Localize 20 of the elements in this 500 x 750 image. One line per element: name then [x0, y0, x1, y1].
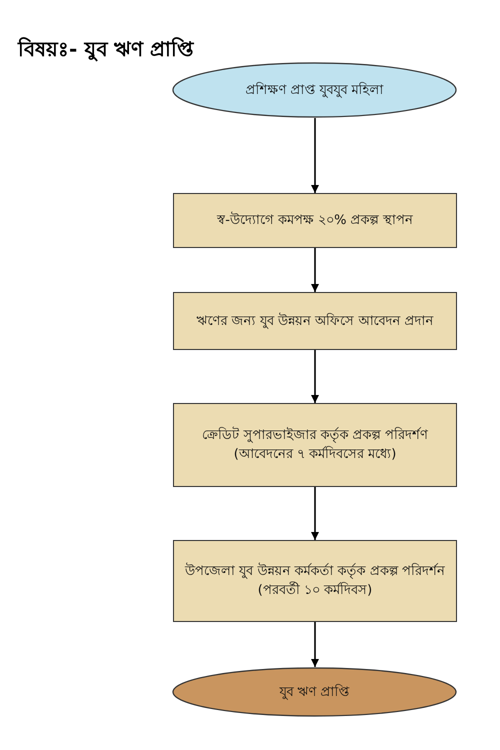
node-text: (আবেদনের ৭ কর্মদিবসের মধ্যে) — [234, 445, 396, 464]
node-text: যুব ঋণ প্রাপ্তি — [279, 683, 350, 702]
process-box — [173, 403, 457, 487]
arrow — [311, 118, 319, 193]
title: বিষয়ঃ- যুব ঋণ প্রাপ্তি — [18, 36, 194, 64]
node-text: ঋণের জন্য যুব উন্নয়ন অফিসে আবেদন প্রদান — [196, 312, 434, 330]
process-box — [173, 193, 457, 248]
node-text: উপজেলা যুব উন্নয়ন কর্মকর্তা কর্তৃক প্রকল্প পরিদর্শন — [185, 562, 445, 581]
arrow — [311, 622, 319, 667]
arrow — [311, 248, 319, 292]
node-text: স্ব-উদ্যোগে কমপক্ষ ২০% প্রকল্প স্থাপন — [217, 211, 413, 230]
process-box — [173, 292, 457, 350]
start-ellipse — [172, 62, 457, 118]
node-text: ক্রেডিট সুপারভাইজার কর্তৃক প্রকল্প পরিদর্শণ — [202, 426, 428, 445]
node-text: প্রশিক্ষণ প্রাপ্ত যুবযুব মহিলা — [245, 81, 384, 100]
end-ellipse — [172, 667, 457, 717]
arrow — [311, 487, 319, 540]
process-box — [173, 540, 457, 622]
arrow — [311, 350, 319, 403]
node-text: (পরবর্তী ১০ কর্মদিবস) — [258, 581, 372, 600]
